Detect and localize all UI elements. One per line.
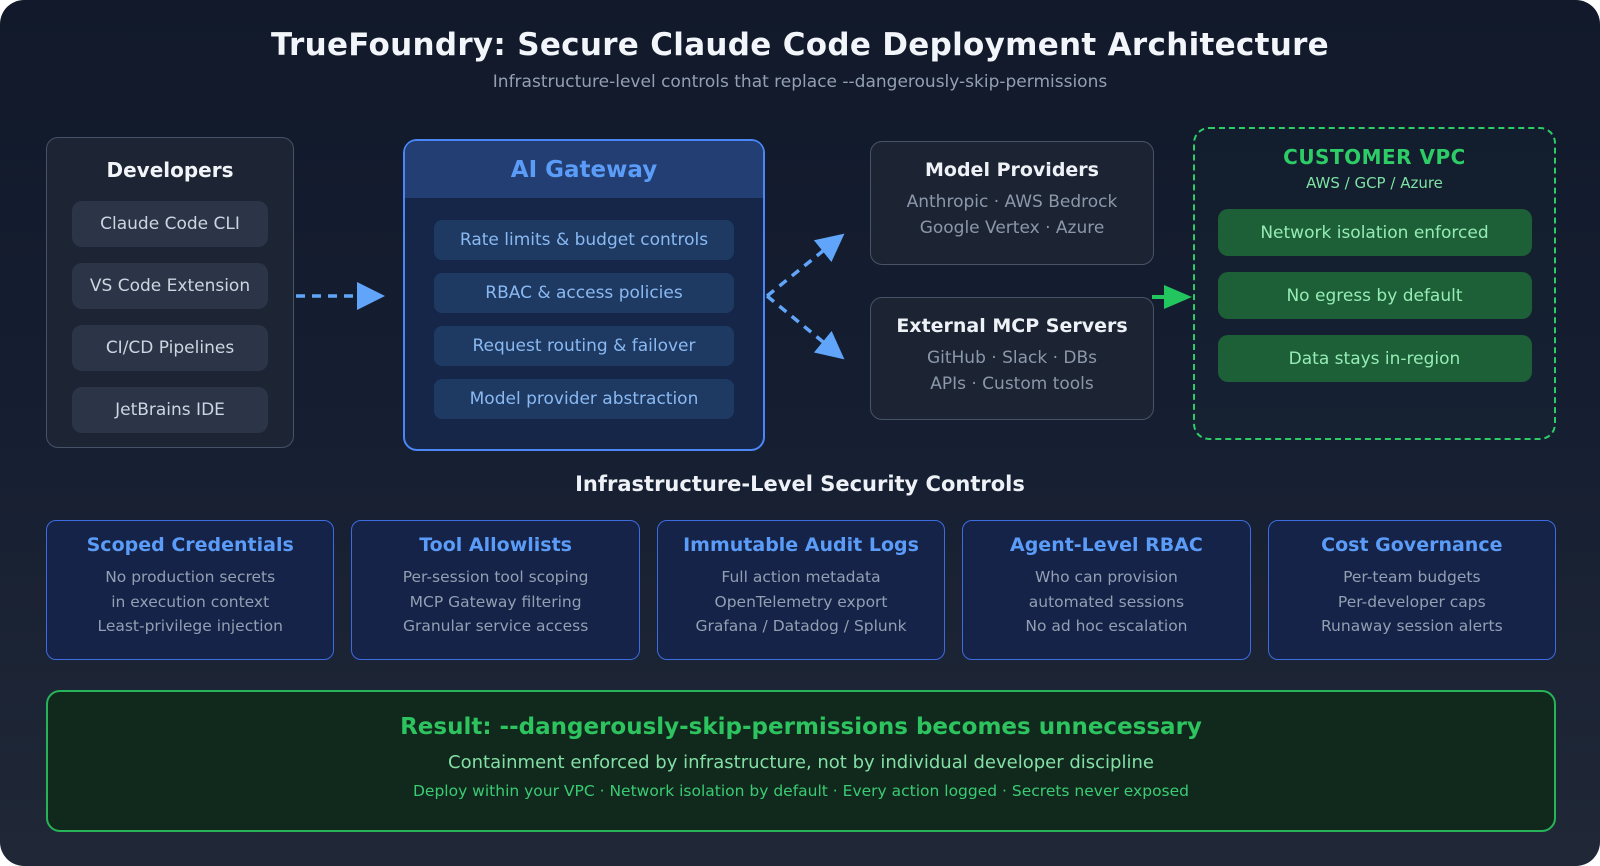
model-providers-lines: Anthropic · AWS Bedrock Google Vertex · …	[871, 189, 1153, 241]
mcp-servers-lines: GitHub · Slack · DBs APIs · Custom tools	[871, 345, 1153, 397]
model-providers-line: Google Vertex · Azure	[919, 218, 1105, 238]
developer-item: CI/CD Pipelines	[72, 325, 268, 371]
result-footnote: Deploy within your VPC · Network isolati…	[412, 782, 1190, 800]
security-card-line: automated sessions	[1028, 592, 1185, 611]
gateway-to-model-providers-arrow	[765, 233, 845, 298]
security-card-agent-level-rbac: Agent-Level RBAC Who can provision autom…	[962, 520, 1251, 660]
security-card-title: Immutable Audit Logs	[683, 534, 919, 556]
security-card-line: OpenTelemetry export	[714, 592, 888, 611]
customer-vpc-box: CUSTOMER VPC AWS / GCP / Azure Network i…	[1193, 127, 1556, 440]
vpc-item: No egress by default	[1217, 272, 1532, 319]
security-card-lines: Who can provision automated sessions No …	[963, 565, 1249, 639]
developers-box: Developers Claude Code CLI VS Code Exten…	[46, 137, 294, 448]
security-card-tool-allowlists: Tool Allowlists Per-session tool scoping…	[351, 520, 640, 660]
ai-gateway-items: Rate limits & budget controls RBAC & acc…	[405, 198, 763, 419]
customer-vpc-clouds: AWS / GCP / Azure	[1306, 174, 1443, 192]
security-card-lines: Per-team budgets Per-developer caps Runa…	[1269, 565, 1555, 639]
developers-items: Claude Code CLI VS Code Extension CI/CD …	[47, 201, 293, 433]
mcp-servers-box: External MCP Servers GitHub · Slack · DB…	[870, 297, 1154, 420]
security-card-line: MCP Gateway filtering	[409, 592, 582, 611]
security-card-scoped-credentials: Scoped Credentials No production secrets…	[46, 520, 335, 660]
security-card-line: Runaway session alerts	[1320, 617, 1503, 635]
security-card-line: in execution context	[111, 592, 270, 611]
result-box: Result: --dangerously-skip-permissions b…	[46, 690, 1556, 832]
model-providers-box: Model Providers Anthropic · AWS Bedrock …	[870, 141, 1154, 265]
security-card-title: Scoped Credentials	[86, 534, 294, 556]
security-card-line: Full action metadata	[721, 568, 881, 586]
gateway-to-mcp-servers-arrow	[765, 294, 845, 360]
ai-gateway-box: AI Gateway Rate limits & budget controls…	[403, 139, 765, 451]
customer-vpc-title: CUSTOMER VPC	[1283, 145, 1466, 169]
security-card-title: Tool Allowlists	[419, 534, 572, 556]
mcp-servers-title: External MCP Servers	[896, 315, 1128, 337]
security-card-lines: Full action metadata OpenTelemetry expor…	[658, 565, 944, 639]
vpc-item: Data stays in-region	[1217, 335, 1532, 382]
security-card-title: Agent-Level RBAC	[1010, 534, 1203, 556]
gateway-item: Model provider abstraction	[434, 379, 734, 419]
security-card-line: Per-team budgets	[1343, 568, 1481, 586]
gateway-item: RBAC & access policies	[434, 273, 734, 313]
security-card-line: Grafana / Datadog / Splunk	[695, 617, 907, 635]
developers-title: Developers	[106, 158, 234, 182]
security-card-immutable-audit-logs: Immutable Audit Logs Full action metadat…	[656, 520, 946, 660]
security-card-line: Who can provision	[1034, 568, 1178, 586]
vpc-item: Network isolation enforced	[1217, 209, 1532, 256]
security-card-title: Cost Governance	[1321, 534, 1503, 556]
security-cards-row: Scoped Credentials No production secrets…	[46, 520, 1557, 660]
result-subtitle: Containment enforced by infrastructure, …	[448, 752, 1154, 773]
mcp-servers-line: GitHub · Slack · DBs	[926, 348, 1098, 368]
security-section-heading: Infrastructure-Level Security Controls	[575, 472, 1025, 496]
customer-vpc-items: Network isolation enforced No egress by …	[1195, 209, 1554, 382]
mcp-servers-line: APIs · Custom tools	[930, 374, 1094, 394]
security-card-line: No production secrets	[105, 568, 276, 586]
gateway-item: Rate limits & budget controls	[434, 220, 734, 260]
security-card-lines: Per-session tool scoping MCP Gateway fil…	[352, 565, 638, 639]
model-providers-line: Anthropic · AWS Bedrock	[906, 192, 1118, 212]
ai-gateway-title: AI Gateway	[405, 141, 763, 198]
security-card-line: Granular service access	[402, 617, 589, 635]
developer-item: VS Code Extension	[72, 263, 268, 309]
page-subtitle: Infrastructure-level controls that repla…	[492, 72, 1108, 92]
developer-item: Claude Code CLI	[72, 201, 268, 247]
security-card-line: No ad hoc escalation	[1025, 617, 1188, 635]
security-card-cost-governance: Cost Governance Per-team budgets Per-dev…	[1267, 520, 1557, 660]
gateway-item: Request routing & failover	[434, 326, 734, 366]
security-card-line: Least-privilege injection	[97, 617, 283, 635]
security-card-lines: No production secrets in execution conte…	[47, 565, 333, 639]
security-card-line: Per-developer caps	[1337, 592, 1486, 611]
result-title: Result: --dangerously-skip-permissions b…	[400, 714, 1202, 740]
page-title: TrueFoundry: Secure Claude Code Deployme…	[270, 27, 1330, 63]
security-card-line: Per-session tool scoping	[402, 568, 589, 586]
model-providers-title: Model Providers	[925, 159, 1099, 181]
developer-item: JetBrains IDE	[72, 387, 268, 433]
